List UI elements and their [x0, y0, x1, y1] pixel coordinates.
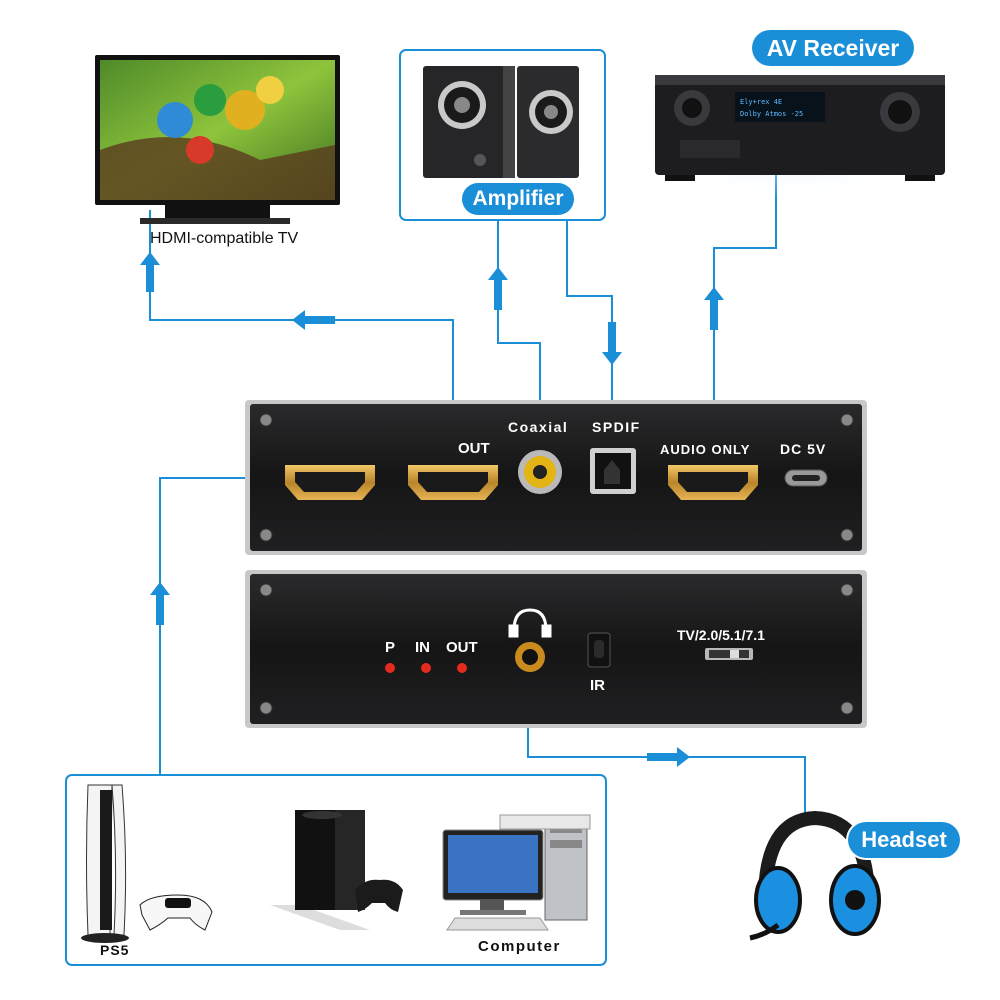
line-audio-to-receiver	[713, 175, 777, 460]
device-bottom-panel: P IN OUT IR TV/2.0/5.1/7.1	[245, 570, 867, 728]
arrow-icon	[150, 582, 170, 625]
headset-illustration	[749, 810, 881, 941]
tv-illustration	[95, 55, 340, 224]
av-receiver-illustration: Ely+rex 4E Dolby Atmos -25	[655, 75, 945, 181]
spdif-port	[590, 448, 636, 494]
hdmi-audio-only-port	[668, 465, 758, 500]
ir-receiver	[587, 632, 611, 668]
headphone-icon	[508, 608, 552, 638]
receiver-display-line2: Dolby Atmos -25	[740, 110, 803, 118]
arrow-icon	[602, 322, 622, 365]
arrow-icon	[647, 747, 690, 767]
headphone-jack	[515, 642, 545, 672]
xbox-illustration	[270, 810, 403, 930]
mode-switch	[705, 648, 753, 660]
line-spdif-to-amp	[566, 220, 613, 440]
led-out	[457, 663, 467, 673]
screw-icon	[259, 583, 854, 715]
hdmi-in-port	[285, 465, 375, 500]
speakers-illustration	[423, 66, 579, 178]
arrow-icon	[292, 310, 335, 330]
tv-label: HDMI-compatible TV	[150, 230, 299, 247]
label-dc: DC 5V	[780, 441, 826, 457]
screw-icon	[259, 413, 854, 542]
hdmi-out-port	[408, 465, 498, 500]
ps5-label: PS5	[100, 942, 130, 958]
label-out: OUT	[458, 440, 490, 457]
computer-illustration	[442, 814, 591, 931]
arrow-icon	[488, 267, 508, 310]
led-p	[385, 663, 395, 673]
label-led-out: OUT	[446, 639, 478, 656]
arrow-icon	[704, 287, 724, 330]
arrows	[140, 252, 724, 767]
label-led-p: P	[385, 639, 395, 656]
label-spdif: SPDIF	[592, 419, 641, 435]
av-receiver-badge: AV Receiver	[752, 30, 914, 66]
arrow-icon	[140, 252, 160, 292]
receiver-display-line1: Ely+rex 4E	[740, 98, 782, 106]
label-ir: IR	[590, 677, 605, 694]
label-audio-only: AUDIO ONLY	[660, 442, 750, 457]
device-top-panel: OUT Coaxial SPDIF AUDIO ONLY DC 5V	[245, 400, 867, 555]
amplifier-badge: Amplifier	[462, 183, 574, 215]
ps5-illustration	[81, 784, 213, 943]
headset-badge: Headset	[848, 822, 960, 858]
led-in	[421, 663, 431, 673]
coaxial-port	[518, 450, 562, 494]
computer-label: Computer	[478, 938, 561, 955]
label-mode: TV/2.0/5.1/7.1	[677, 627, 765, 643]
label-coaxial: Coaxial	[508, 419, 568, 435]
label-led-in: IN	[415, 639, 430, 656]
